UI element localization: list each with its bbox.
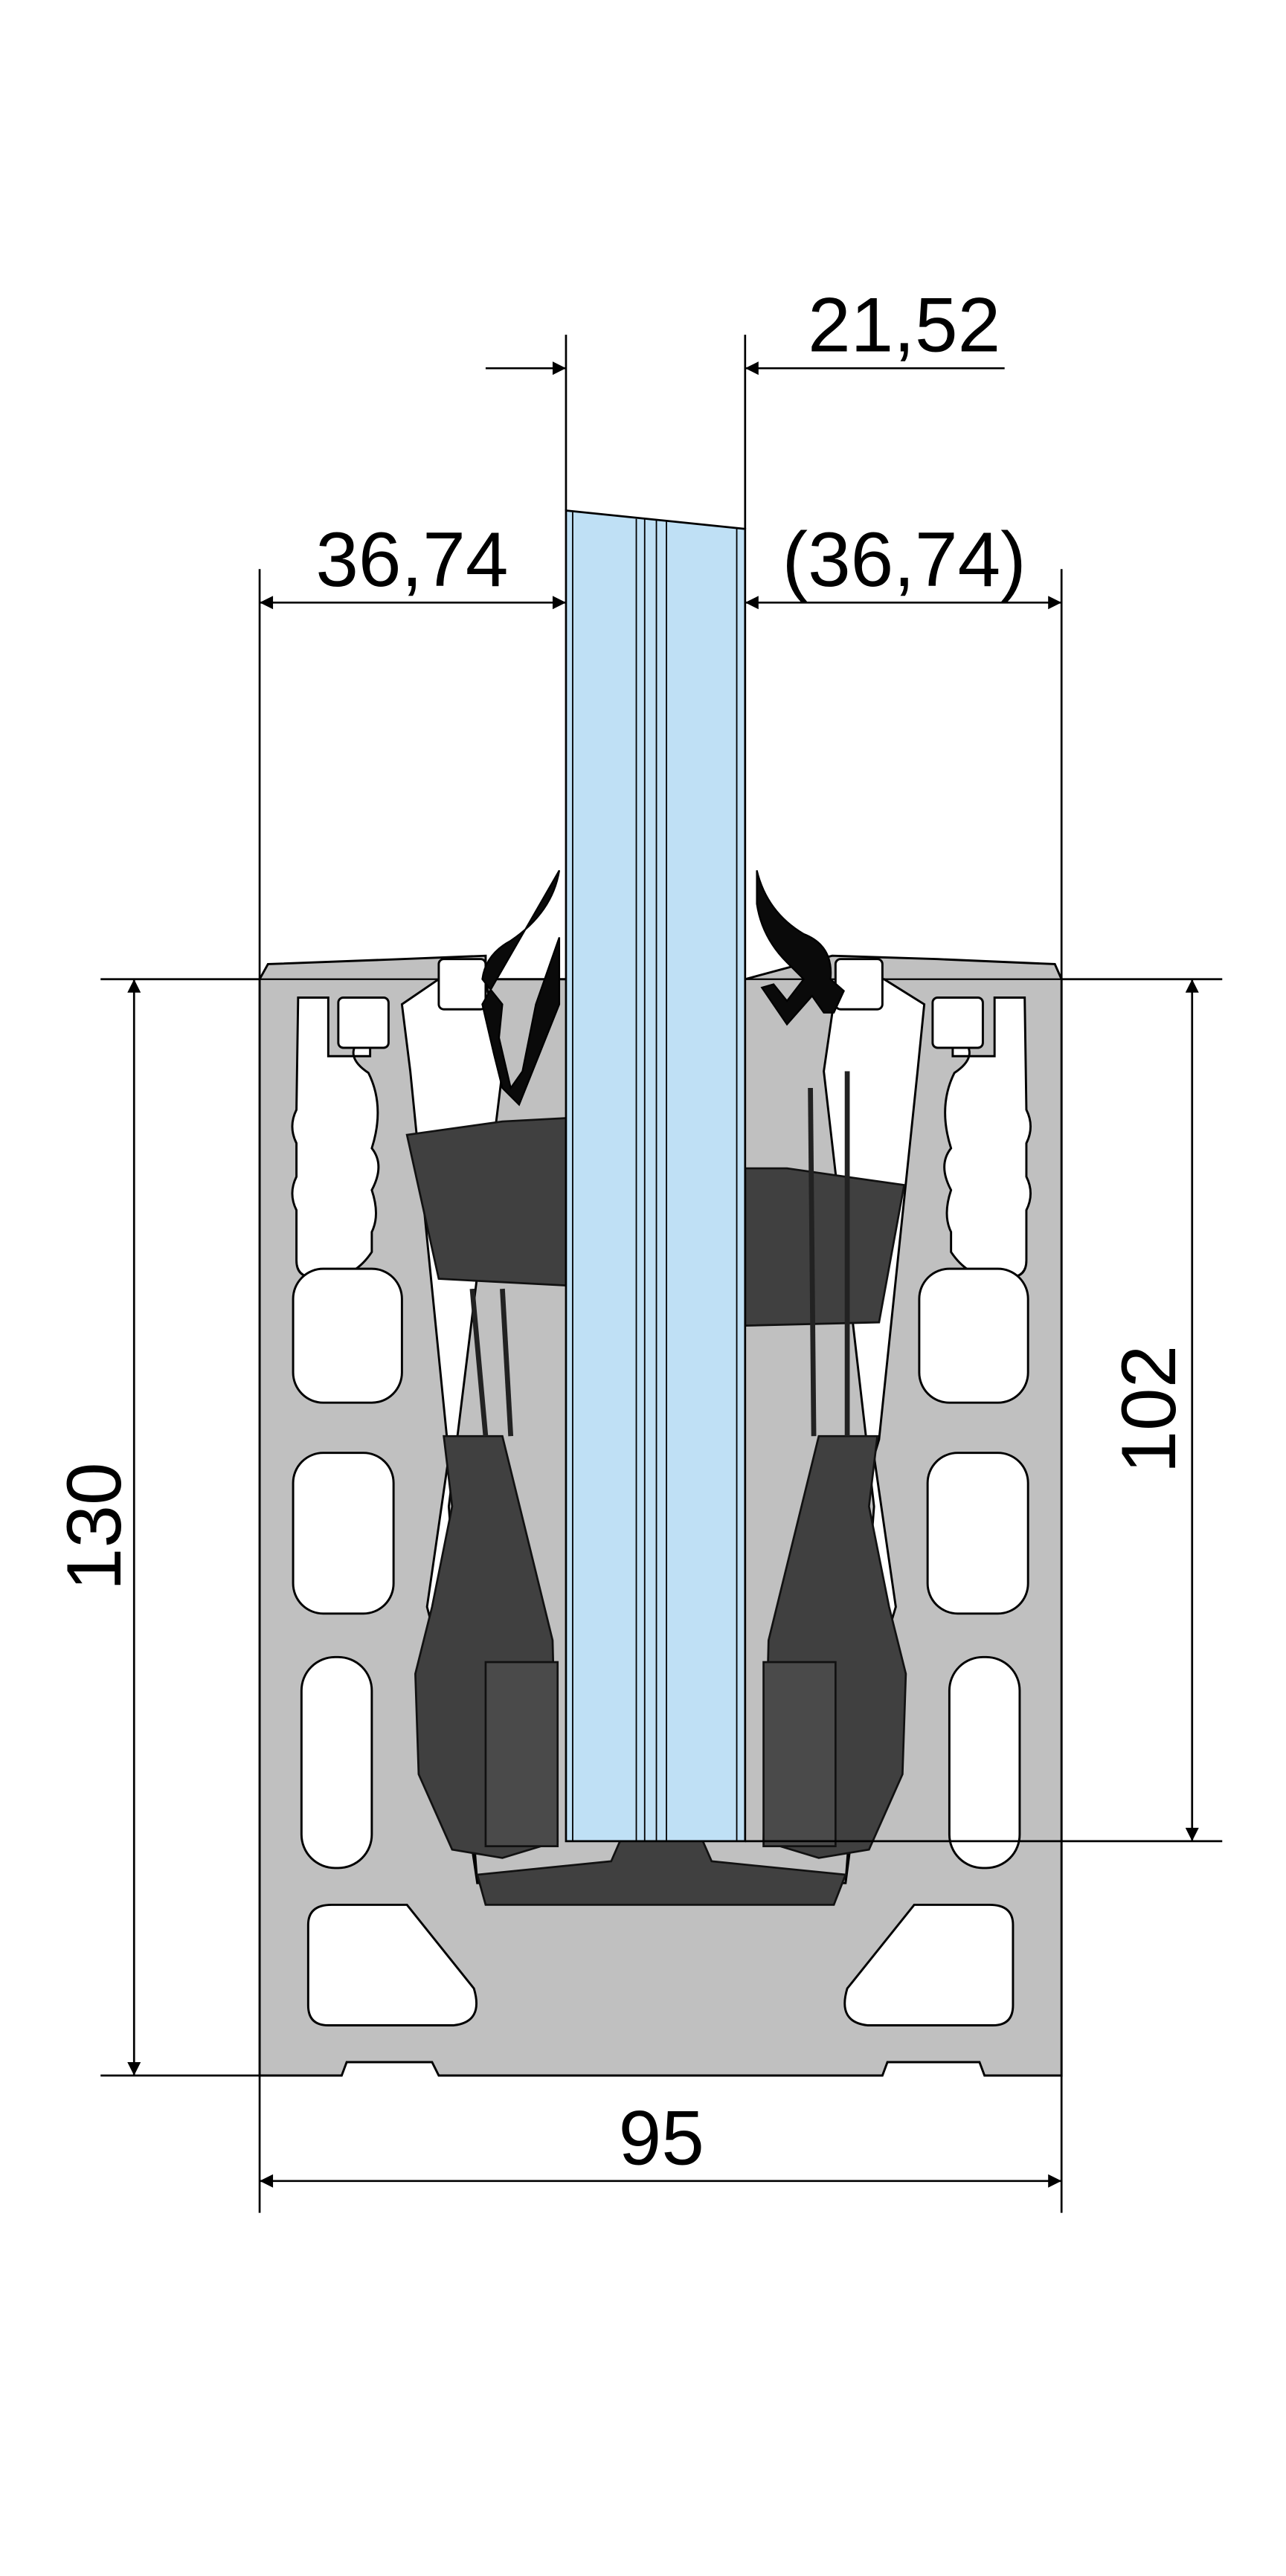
dimension-label-right-offset: (36,74) bbox=[782, 516, 1026, 602]
dimension-label-glass-depth: 102 bbox=[1105, 1345, 1192, 1474]
dimension-total-height: 130 bbox=[51, 978, 260, 2077]
dimension-right-offset: (36,74) bbox=[745, 516, 1063, 979]
dimension-label-total-height: 130 bbox=[51, 1462, 137, 1591]
dimension-glass-depth: 102 bbox=[745, 978, 1223, 1843]
dimension-label-total-width: 95 bbox=[619, 2094, 704, 2180]
clamp-blocks bbox=[405, 1071, 907, 1906]
dimension-left-offset: 36,74 bbox=[258, 516, 566, 979]
dimension-label-glass-thickness: 21,52 bbox=[808, 282, 1000, 368]
dimension-glass-thickness: 21,52 bbox=[485, 282, 1005, 529]
dimension-total-width: 95 bbox=[258, 2076, 1063, 2213]
dimension-label-left-offset: 36,74 bbox=[315, 516, 508, 602]
gaskets bbox=[481, 869, 845, 1107]
glass-panel bbox=[565, 509, 747, 1843]
